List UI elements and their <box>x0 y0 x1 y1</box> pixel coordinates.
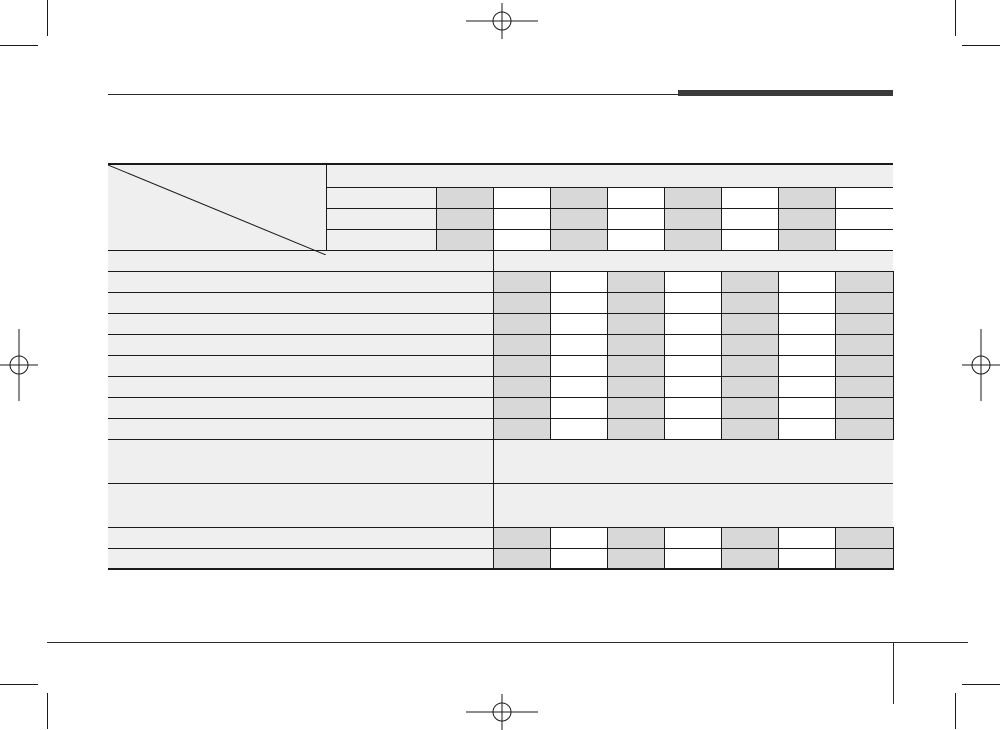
row-label <box>108 396 493 419</box>
crop-mark-bottom-left-horizontal <box>0 684 38 685</box>
registration-mark-right <box>962 329 1000 401</box>
registration-mark-left <box>0 329 38 401</box>
footer-divider <box>893 642 894 704</box>
header-accent-bar <box>678 90 893 96</box>
table-row <box>108 312 894 335</box>
sub-header-row-3 <box>108 228 894 251</box>
row-label <box>108 417 493 440</box>
row-label <box>108 375 493 398</box>
row-label <box>108 291 493 314</box>
diagonal-divider <box>108 165 326 255</box>
registration-mark-bottom <box>466 694 538 730</box>
row-label <box>108 482 493 528</box>
table-row <box>108 417 894 440</box>
table-row <box>108 270 894 293</box>
table-row-band-tall <box>108 438 894 484</box>
crop-mark-top-left-horizontal <box>0 45 38 46</box>
table-row <box>108 291 894 314</box>
row-label <box>108 438 493 484</box>
row-label <box>108 547 493 570</box>
footer-rule <box>47 642 968 643</box>
sub-header-label <box>325 228 436 251</box>
crop-mark-bottom-right-vertical <box>955 693 956 729</box>
row-label <box>108 354 493 377</box>
table-row-band-tall <box>108 482 894 528</box>
crop-mark-bottom-right-horizontal <box>962 684 1000 685</box>
crop-mark-top-left-vertical <box>47 0 48 36</box>
row-label <box>108 333 493 356</box>
row-label <box>108 312 493 335</box>
table-row <box>108 354 894 377</box>
sub-header-row-2 <box>108 207 894 230</box>
crop-mark-bottom-left-vertical <box>47 693 48 729</box>
table-row <box>108 547 894 570</box>
crop-mark-top-right-horizontal <box>962 45 1000 46</box>
table-row <box>108 333 894 356</box>
row-label <box>108 526 493 549</box>
table-row <box>108 396 894 419</box>
sub-header-label <box>325 186 436 209</box>
registration-mark-top <box>466 3 538 39</box>
table-corner-header <box>108 163 327 255</box>
spec-table <box>108 163 894 570</box>
top-header <box>325 163 894 188</box>
table-row <box>108 375 894 398</box>
crop-mark-top-right-vertical <box>955 0 956 36</box>
sub-header-label <box>325 207 436 230</box>
header-rule <box>108 94 678 95</box>
table-row <box>108 526 894 549</box>
row-label <box>108 270 493 293</box>
sub-header-row-1 <box>108 186 894 209</box>
